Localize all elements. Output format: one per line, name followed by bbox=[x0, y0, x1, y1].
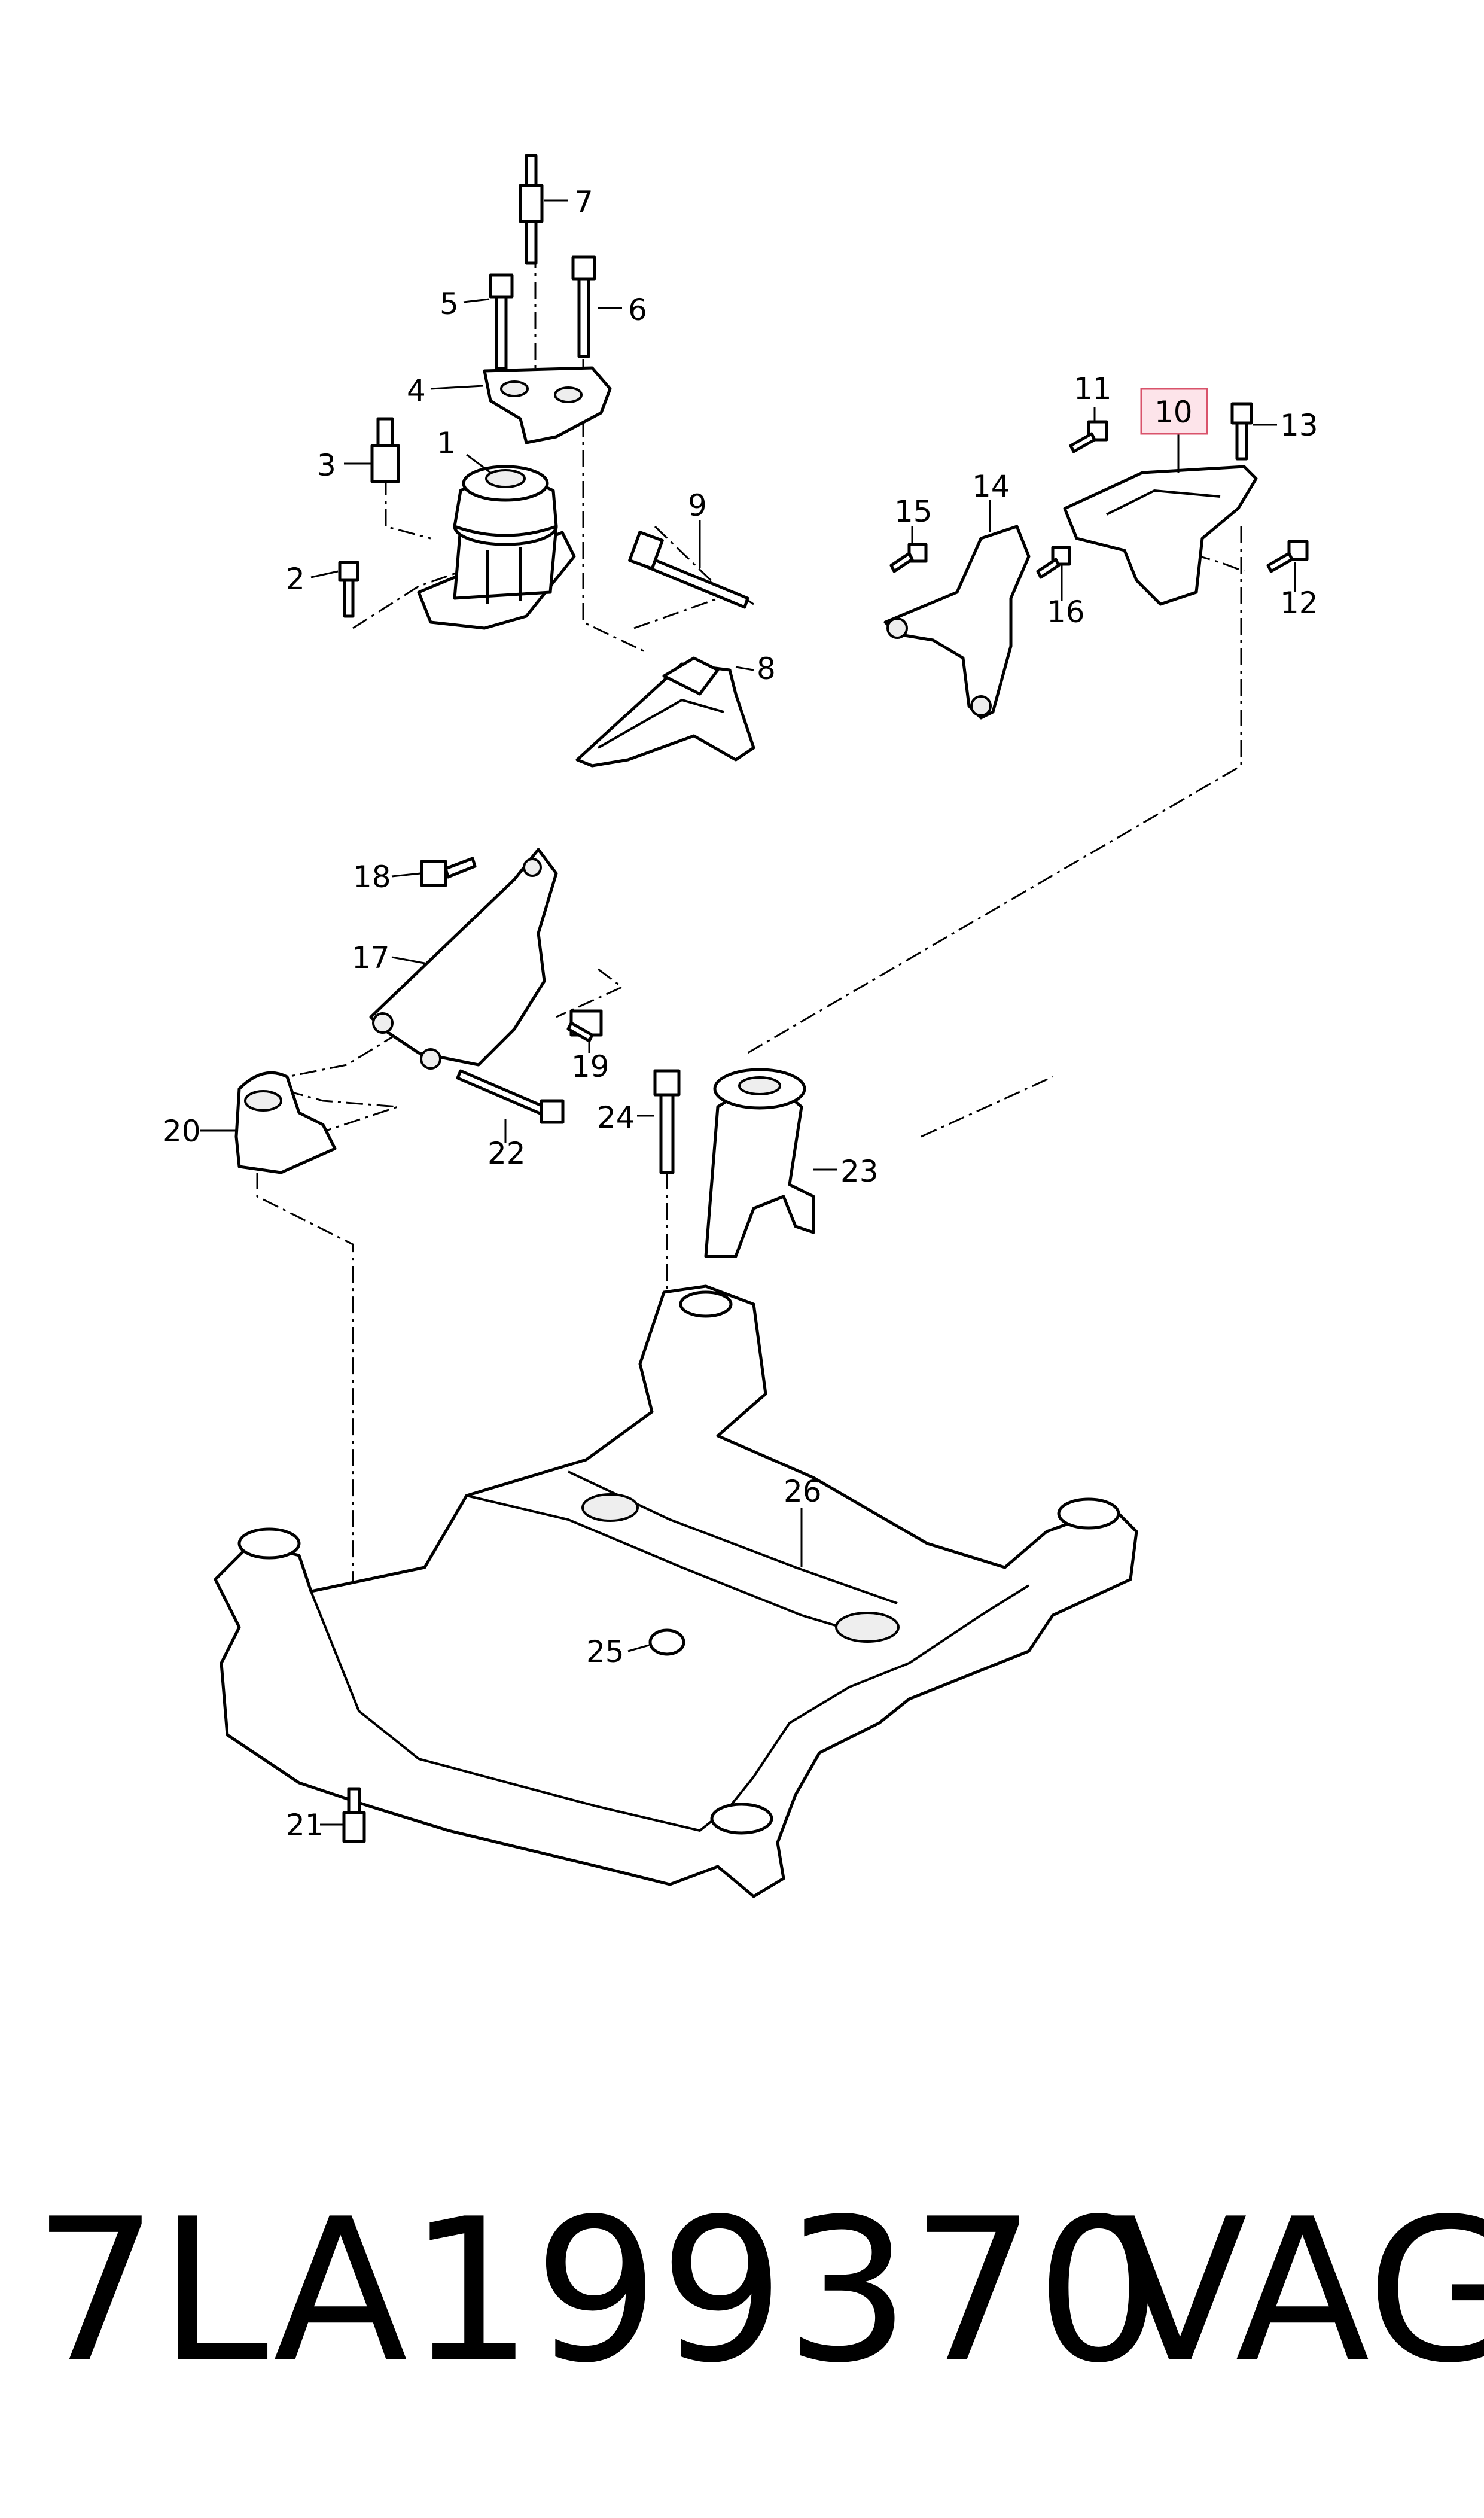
callout-23: 23 bbox=[840, 1154, 879, 1189]
rubber-mount-part bbox=[234, 1071, 337, 1174]
callout-5: 5 bbox=[440, 287, 459, 321]
brand-label: VAG bbox=[1113, 2176, 1484, 2406]
callout-6: 6 bbox=[628, 293, 647, 327]
callout-10: 10 bbox=[1154, 395, 1193, 430]
bracket-part bbox=[369, 848, 558, 1070]
callout-13: 13 bbox=[1280, 408, 1318, 443]
callout-15: 15 bbox=[894, 494, 933, 529]
callout-3: 3 bbox=[317, 448, 336, 483]
callout-labels: 1 2 3 4 5 6 7 8 9 10 11 12 13 14 15 16 1… bbox=[163, 185, 1318, 1843]
transmission-mount-part bbox=[575, 656, 755, 768]
fasteners bbox=[338, 154, 1309, 1843]
callout-4: 4 bbox=[407, 373, 426, 408]
support-part bbox=[704, 1068, 815, 1258]
callout-18: 18 bbox=[353, 860, 391, 894]
callout-11: 11 bbox=[1074, 372, 1112, 406]
callout-20: 20 bbox=[163, 1114, 201, 1149]
leader-lines bbox=[200, 199, 1296, 1826]
bolt-part bbox=[628, 531, 749, 609]
callout-9: 9 bbox=[688, 488, 707, 523]
callout-25: 25 bbox=[586, 1634, 624, 1669]
callout-26: 26 bbox=[784, 1474, 822, 1509]
bracket-part-highlighted bbox=[1063, 465, 1258, 606]
engine-mount-part bbox=[417, 465, 576, 630]
callout-2: 2 bbox=[286, 562, 305, 596]
bracket-part bbox=[883, 525, 1031, 720]
callout-24: 24 bbox=[597, 1100, 635, 1135]
callout-12: 12 bbox=[1280, 586, 1318, 620]
highlight-box bbox=[1140, 388, 1208, 435]
bracket-part bbox=[483, 366, 612, 444]
subframe-part bbox=[214, 1284, 1138, 1898]
callout-19: 19 bbox=[571, 1049, 610, 1084]
callout-14: 14 bbox=[972, 469, 1010, 504]
callout-16: 16 bbox=[1047, 595, 1085, 629]
callout-1: 1 bbox=[437, 426, 456, 461]
part-number-label: 7LA199370 bbox=[33, 2176, 1162, 2406]
callout-21: 21 bbox=[286, 1808, 324, 1843]
callout-17: 17 bbox=[352, 940, 390, 975]
callout-8: 8 bbox=[757, 651, 776, 686]
callout-7: 7 bbox=[574, 185, 593, 220]
callout-22: 22 bbox=[487, 1136, 526, 1171]
